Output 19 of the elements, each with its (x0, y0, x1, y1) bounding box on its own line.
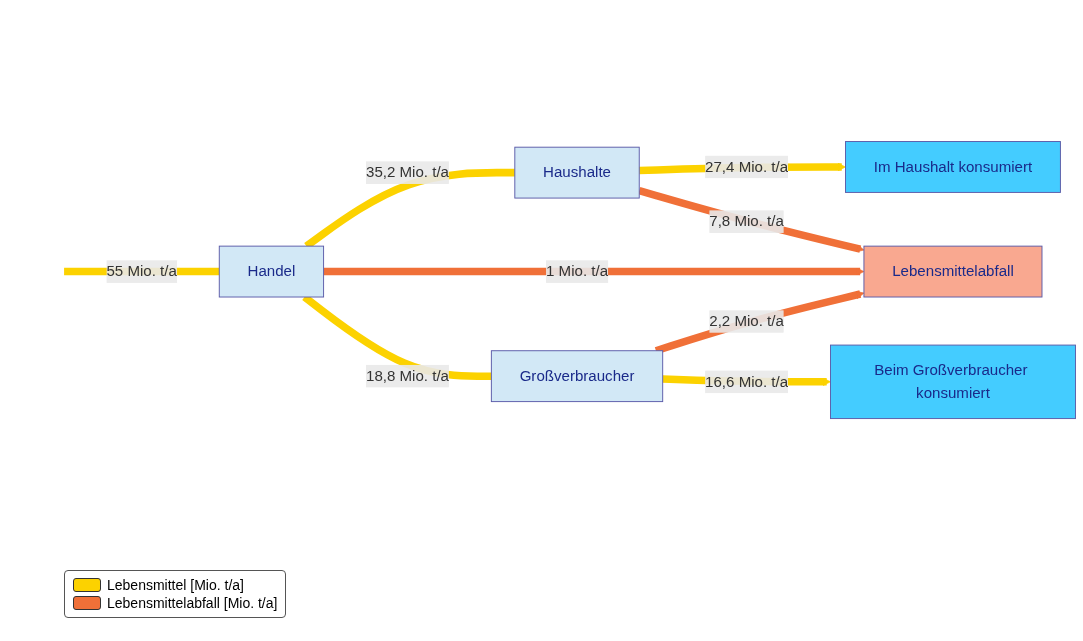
edge-label: 16,6 Mio. t/a (705, 373, 789, 390)
edge-label: 18,8 Mio. t/a (365, 367, 449, 384)
edge-label: 35,2 Mio. t/a (365, 164, 449, 181)
arrow (323, 267, 865, 276)
edge-label: 27,4 Mio. t/a (705, 158, 789, 175)
edge-label: 55 Mio. t/a (106, 263, 177, 280)
edge-label: 2,2 Mio. t/a (709, 312, 784, 329)
node-box: Im Haushalt konsumiert (845, 141, 1061, 193)
node-box: Großverbraucher (490, 350, 664, 403)
node-box: Beim Großverbraucher konsumiert (830, 344, 1076, 419)
legend-label: Lebensmittel [Mio. t/a] (107, 577, 244, 593)
arrow (638, 186, 865, 253)
node-box: Lebensmittelabfall (863, 245, 1043, 298)
legend-label: Lebensmittelabfall [Mio. t/a] (107, 595, 278, 611)
edge-label: 7,8 Mio. t/a (709, 213, 784, 230)
node-box: Haushalte (514, 146, 640, 199)
node-box: Handel (218, 245, 325, 298)
arrow (654, 290, 865, 355)
edge-label: 1 Mio. t/a (546, 263, 609, 280)
